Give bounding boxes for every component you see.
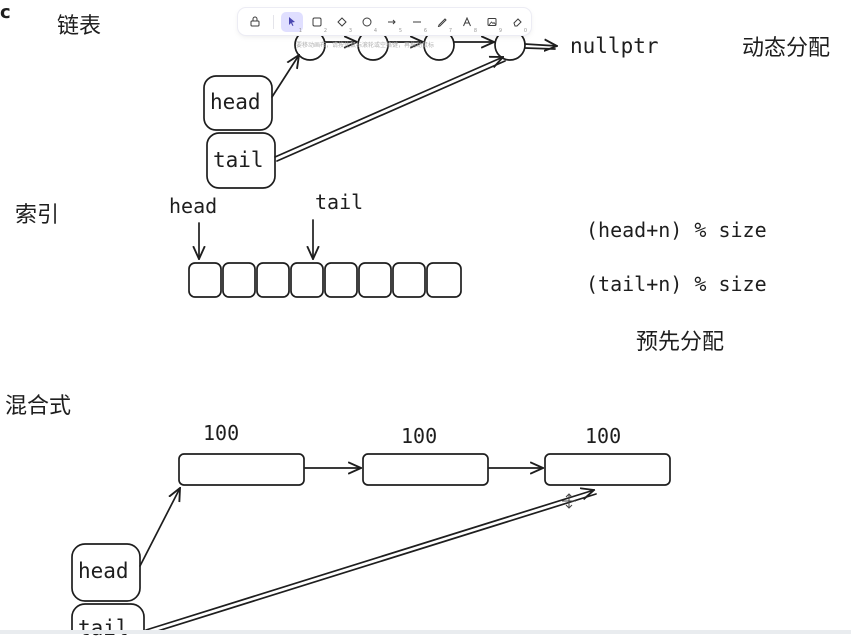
tool-shortcut: 6 [423, 27, 427, 34]
array-cell[interactable] [426, 262, 462, 298]
array-cell[interactable] [358, 262, 392, 298]
tail-index-label: tail [315, 190, 364, 214]
tail-label: tail [213, 148, 264, 172]
tool-shortcut: 3 [348, 27, 352, 34]
canvas-bottom-edge [0, 630, 851, 634]
nullptr-arrow-double [524, 47, 556, 50]
pencil-tool[interactable]: 7 [431, 12, 453, 34]
section-title-linked-list: 链表 [57, 14, 102, 39]
tail-pointer-box-hybrid[interactable] [71, 603, 145, 634]
block-capacity-label: 100 [203, 421, 240, 445]
block-capacity-label: 100 [585, 424, 622, 448]
tail-arrow-hybrid[interactable] [145, 490, 594, 631]
tail-arrow-double [276, 60, 506, 162]
selection-icon [289, 17, 295, 26]
toolbar-hint: 要移动画布，请按住鼠标滚轮或空格键，再拖动鼠标 [296, 42, 435, 49]
nullptr-arrow[interactable] [524, 44, 557, 46]
tool-shortcut: 9 [498, 27, 502, 34]
pencil-icon [437, 17, 447, 27]
tool-shortcut: 1 [298, 27, 302, 34]
tool-shortcut: 7 [448, 27, 452, 34]
rectangle-tool[interactable]: 2 [306, 12, 328, 34]
head-formula: (head+n) % size [586, 218, 767, 242]
corner-letter: c [0, 2, 11, 23]
head-label: head [210, 90, 261, 114]
array-cell[interactable] [324, 262, 358, 298]
head-index-label: head [169, 194, 218, 218]
ellipse-icon [362, 17, 372, 26]
tool-shortcut: 0 [523, 27, 527, 34]
array-cells[interactable] [188, 262, 462, 298]
head-arrow[interactable] [271, 55, 299, 98]
selection-tool[interactable]: 1 [281, 11, 303, 34]
image-icon [487, 17, 497, 26]
array-cell[interactable] [188, 262, 222, 298]
linked-list-arrows[interactable] [324, 42, 557, 50]
hybrid-blocks[interactable] [178, 453, 671, 486]
eraser-icon [513, 17, 522, 26]
line-tool[interactable]: 6 [406, 12, 428, 34]
head-pointer-box-hybrid[interactable] [71, 543, 141, 602]
tool-shortcut: 2 [323, 27, 327, 34]
note-dynamic-alloc: 动态分配 [742, 36, 831, 61]
array-cell[interactable] [392, 262, 426, 298]
array-cell[interactable] [290, 262, 324, 298]
tail-label-hybrid: tail [78, 616, 129, 640]
lock-icon[interactable] [244, 12, 266, 32]
array-cell[interactable] [256, 262, 290, 298]
diamond-tool[interactable]: 3 [331, 12, 353, 34]
eraser-tool[interactable]: 0 [506, 12, 528, 34]
move-cursor-icon [562, 493, 576, 509]
drawing-toolbar: 1 2 3 4 5 6 7 8 9 0 [238, 8, 531, 35]
hybrid-block[interactable] [544, 453, 671, 486]
head-arrow-hybrid[interactable] [139, 488, 180, 567]
tail-pointer-box[interactable] [206, 132, 276, 189]
toolbar-divider [273, 14, 274, 29]
diamond-icon [337, 16, 347, 27]
arrow-tool[interactable]: 5 [381, 12, 403, 34]
section-title-index: 索引 [15, 203, 60, 228]
block-capacity-label: 100 [401, 424, 438, 448]
tail-arrow[interactable] [274, 57, 503, 158]
hybrid-block[interactable] [178, 453, 305, 486]
tool-shortcut: 5 [398, 27, 402, 34]
tail-arrow-hybrid-double [147, 493, 597, 634]
ellipse-tool[interactable]: 4 [356, 12, 378, 34]
head-pointer-box[interactable] [203, 75, 273, 131]
rectangle-icon [312, 17, 322, 26]
tail-formula: (tail+n) % size [586, 272, 767, 296]
text-icon [463, 16, 471, 26]
array-cell[interactable] [222, 262, 256, 298]
line-icon [413, 21, 421, 22]
head-label-hybrid: head [78, 559, 129, 583]
tool-shortcut: 8 [473, 27, 477, 34]
nullptr-label: nullptr [570, 34, 659, 58]
note-pre-alloc: 预先分配 [636, 330, 725, 355]
section-title-hybrid: 混合式 [5, 394, 72, 419]
tool-shortcut: 4 [373, 27, 377, 34]
arrow-icon [388, 19, 396, 24]
text-tool[interactable]: 8 [456, 12, 478, 34]
image-tool[interactable]: 9 [481, 12, 503, 34]
hybrid-block[interactable] [362, 453, 489, 486]
